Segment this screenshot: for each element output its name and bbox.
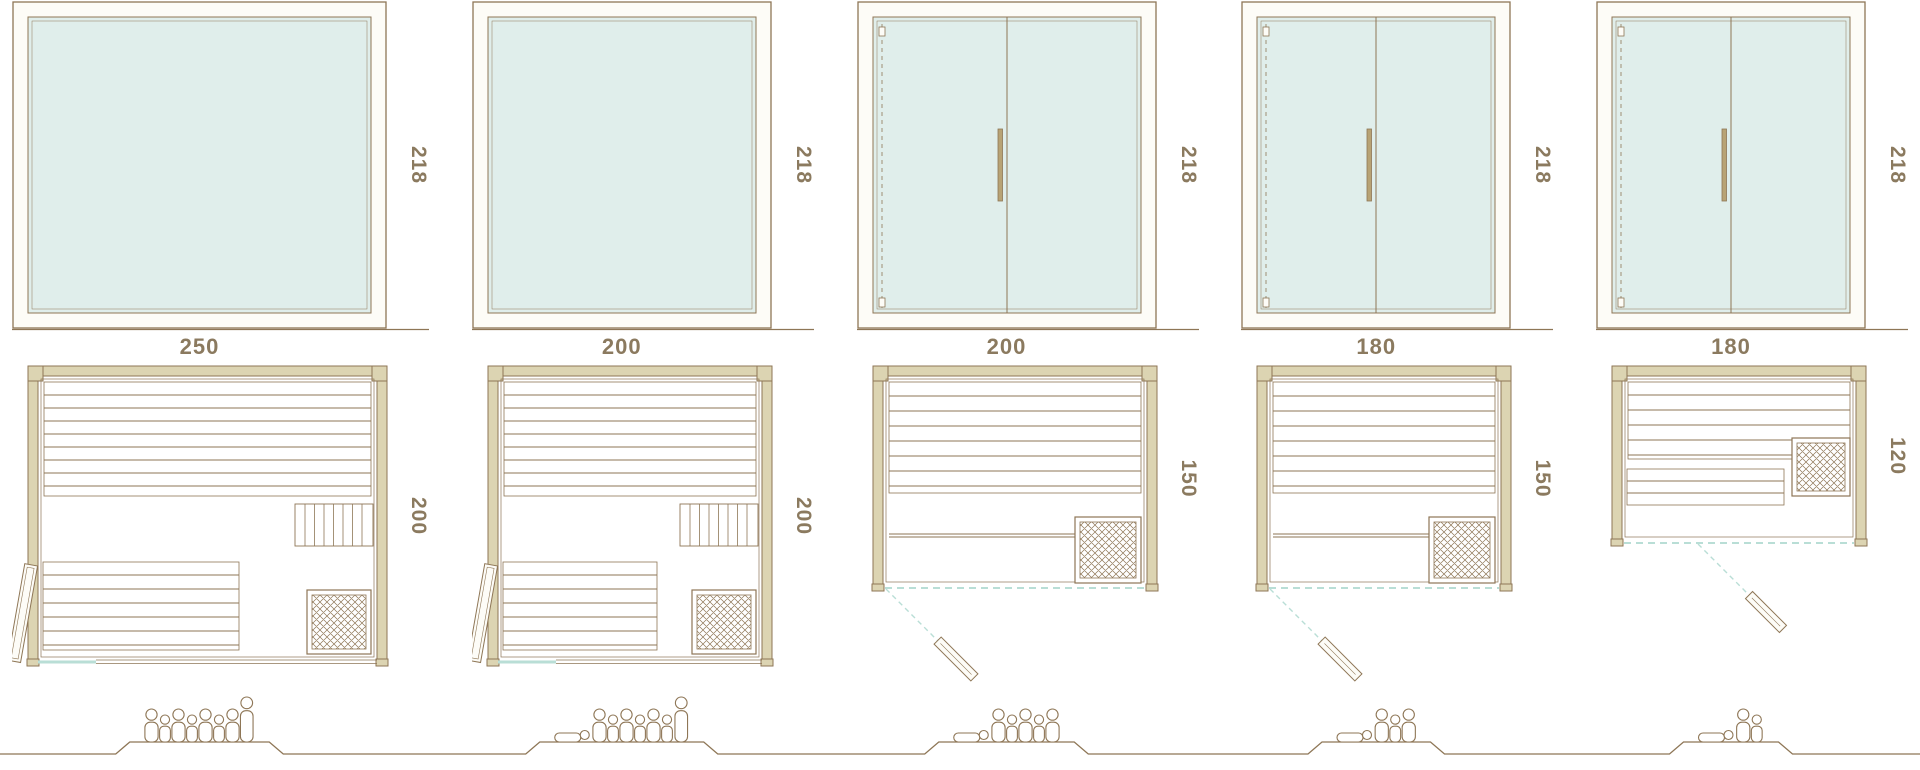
model-column-2: 218 200 200 [471,0,814,694]
height-dimension-label-4: 218 [1531,146,1553,184]
model-column-5: 218 180 120 [1596,0,1908,694]
plan-art-4 [1255,365,1513,682]
elevation-art-1 [12,1,429,331]
elevation-art-5 [1596,1,1908,331]
capacity-figures-ground-drawing [0,696,1920,755]
capacity-group-1 [144,696,254,743]
front-width-dimension-label-5: 180 [1711,334,1751,359]
plan-art-3 [871,365,1158,682]
elevation-art-4 [1241,1,1554,331]
model-columns-row: 218 250 200 218 200 200 218 2 [12,0,1908,694]
front-width-dimension-label-4: 180 [1356,334,1397,359]
floor-plan-drawing-5: 120 [1610,365,1908,634]
capacity-group-3 [953,708,1060,743]
front-elevation-drawing-5: 218 [1596,1,1908,331]
front-elevation-drawing-1: 218 [12,1,429,331]
capacity-group-4 [1336,708,1416,743]
floor-plan-drawing-3: 150 [871,365,1199,682]
front-elevation-drawing-3: 218 [856,1,1199,331]
depth-dimension-label-2: 200 [792,497,814,535]
capacity-group-2 [554,696,689,743]
floor-plan-drawing-1: 200 [12,365,429,667]
elevation-art-2 [471,1,814,331]
capacity-group-5 [1697,708,1763,743]
front-elevation-drawing-4: 218 [1241,1,1554,331]
model-column-3: 218 200 150 [856,0,1199,694]
depth-dimension-label-5: 120 [1886,437,1908,475]
front-width-dimension-label-2: 200 [601,334,642,359]
height-dimension-label-1: 218 [407,146,429,184]
height-dimension-label-2: 218 [792,146,814,184]
model-column-4: 218 180 150 [1241,0,1554,694]
floor-plan-drawing-4: 150 [1255,365,1553,682]
elevation-art-3 [856,1,1199,331]
depth-dimension-label-1: 200 [407,497,429,535]
plan-art-1 [12,365,389,667]
front-elevation-drawing-2: 218 [471,1,814,331]
front-width-dimension-label-3: 200 [986,334,1027,359]
floor-plan-drawing-2: 200 [471,365,814,667]
depth-dimension-label-3: 150 [1177,459,1199,497]
model-column-1: 218 250 200 [12,0,429,694]
height-dimension-label-3: 218 [1177,146,1199,184]
plan-art-2 [471,365,774,667]
depth-dimension-label-4: 150 [1531,459,1553,497]
front-width-dimension-label-1: 250 [179,334,220,359]
plan-art-5 [1610,365,1868,634]
height-dimension-label-5: 218 [1886,146,1908,184]
